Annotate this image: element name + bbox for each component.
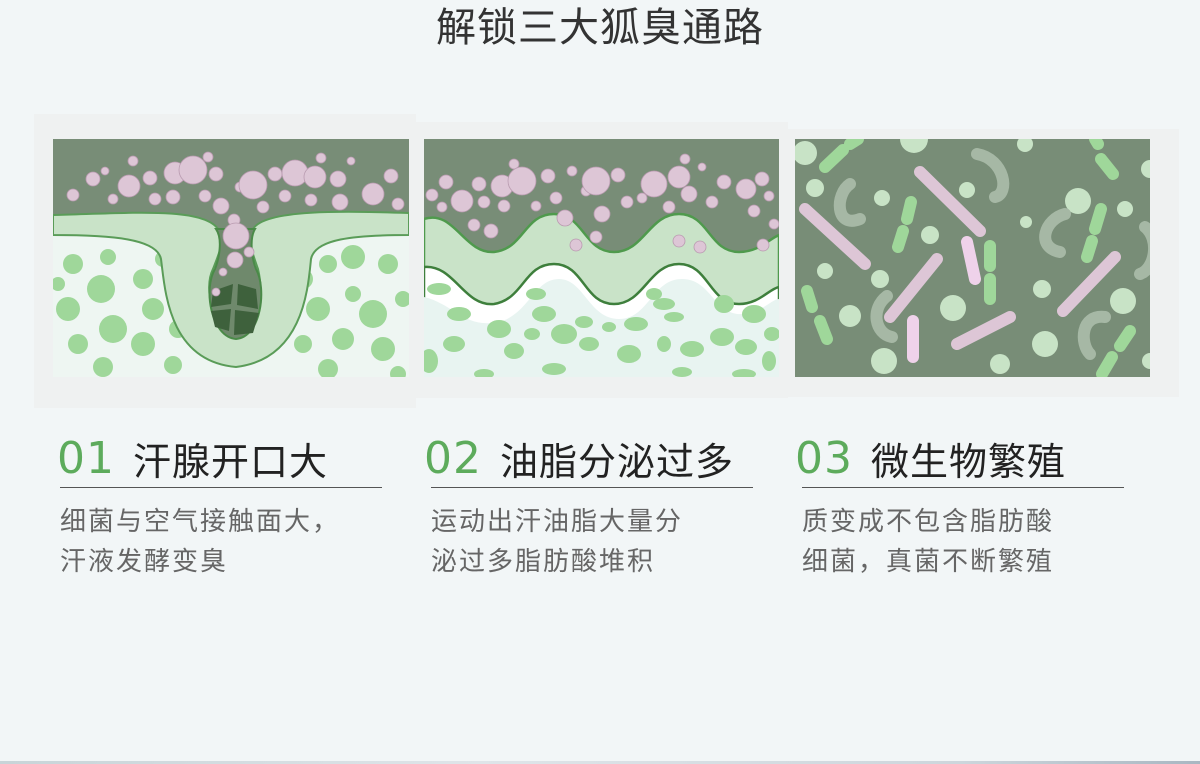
- card-3-header: 03 微生物繁殖: [795, 430, 1066, 486]
- card-1-divider: [60, 487, 382, 488]
- card-3-description-line-1: 质变成不包含脂肪酸: [802, 507, 1055, 537]
- card-3-divider: [802, 487, 1124, 488]
- card-1-header: 01 汗腺开口大: [57, 430, 328, 486]
- card-3-heading: 微生物繁殖: [871, 439, 1067, 484]
- card-2-header: 02 油脂分泌过多: [424, 430, 734, 486]
- bacteria-microbes-illustration: [795, 139, 1150, 377]
- sweat-gland-pore-illustration: [53, 139, 409, 377]
- card-3-description: 质变成不包含脂肪酸 细菌，真菌不断繁殖: [802, 502, 1054, 582]
- card-2-number: 02: [424, 432, 482, 484]
- card-1-description-line-2: 汗液发酵变臭: [60, 547, 229, 577]
- card-2-divider: [431, 487, 753, 488]
- card-2-heading: 油脂分泌过多: [500, 439, 735, 484]
- bottom-edge-bar: [0, 761, 1200, 764]
- card-1-description: 细菌与空气接触面大， 汗液发酵变臭: [60, 502, 340, 582]
- card-2-description-line-2: 泌过多脂肪酸堆积: [431, 547, 656, 577]
- card-1-description-line-1: 细菌与空气接触面大，: [60, 507, 341, 537]
- card-3-description-line-2: 细菌，真菌不断繁殖: [802, 547, 1055, 577]
- card-2-description-line-1: 运动出汗油脂大量分: [431, 507, 684, 537]
- sebum-wave-layer-illustration: [424, 139, 779, 377]
- card-3-number: 03: [795, 432, 853, 484]
- card-2-description: 运动出汗油脂大量分 泌过多脂肪酸堆积: [431, 502, 683, 582]
- page-title: 解锁三大狐臭通路: [436, 5, 764, 51]
- card-1-heading: 汗腺开口大: [133, 439, 329, 484]
- card-1-number: 01: [57, 432, 115, 484]
